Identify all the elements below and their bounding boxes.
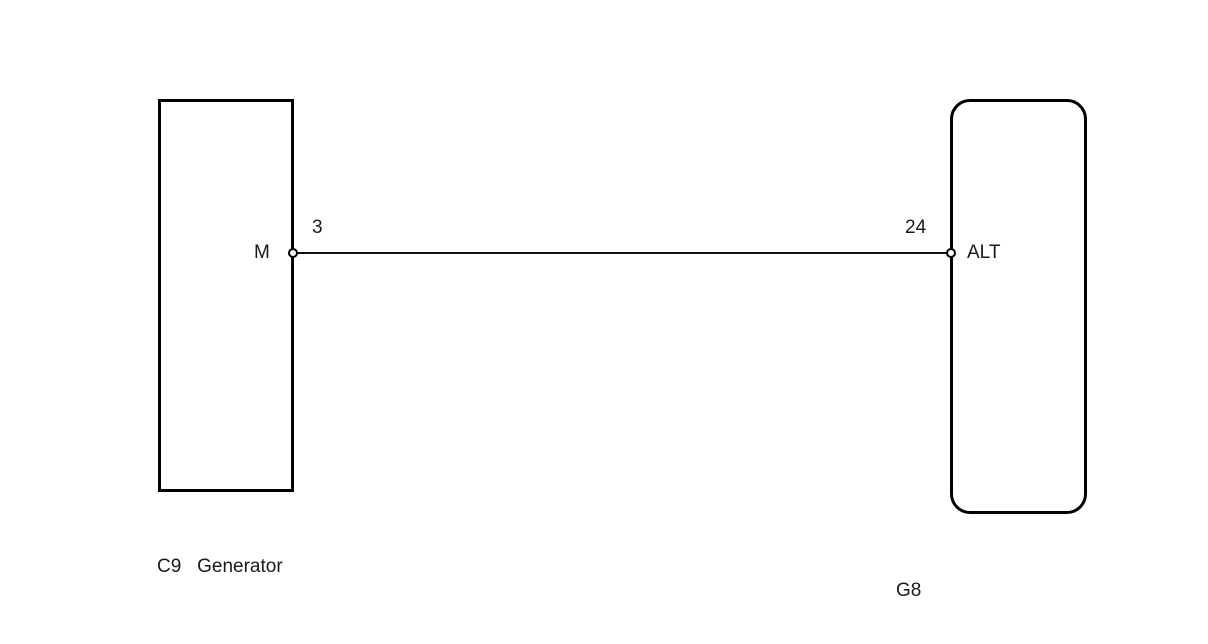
component-box-ac-amplifier <box>950 99 1087 514</box>
pin-number-generator: 3 <box>312 217 323 238</box>
terminal-dot-generator-m <box>288 248 298 258</box>
terminal-label-ac-amplifier-alt: ALT <box>967 242 1001 263</box>
caption-generator-line: C9 Generator <box>157 556 283 577</box>
caption-ac-amplifier-ref: G8 <box>896 580 922 601</box>
component-box-generator <box>158 99 294 492</box>
terminal-label-generator-m: M <box>254 242 270 263</box>
wire-generator-to-ac-amplifier <box>292 252 952 254</box>
pin-number-ac-amplifier: 24 <box>905 217 927 238</box>
caption-ac-amplifier: G8 Air Conditioning Amplifier <box>896 531 1108 644</box>
terminal-dot-ac-amplifier-alt <box>946 248 956 258</box>
caption-generator: C9 Generator <box>157 507 283 627</box>
